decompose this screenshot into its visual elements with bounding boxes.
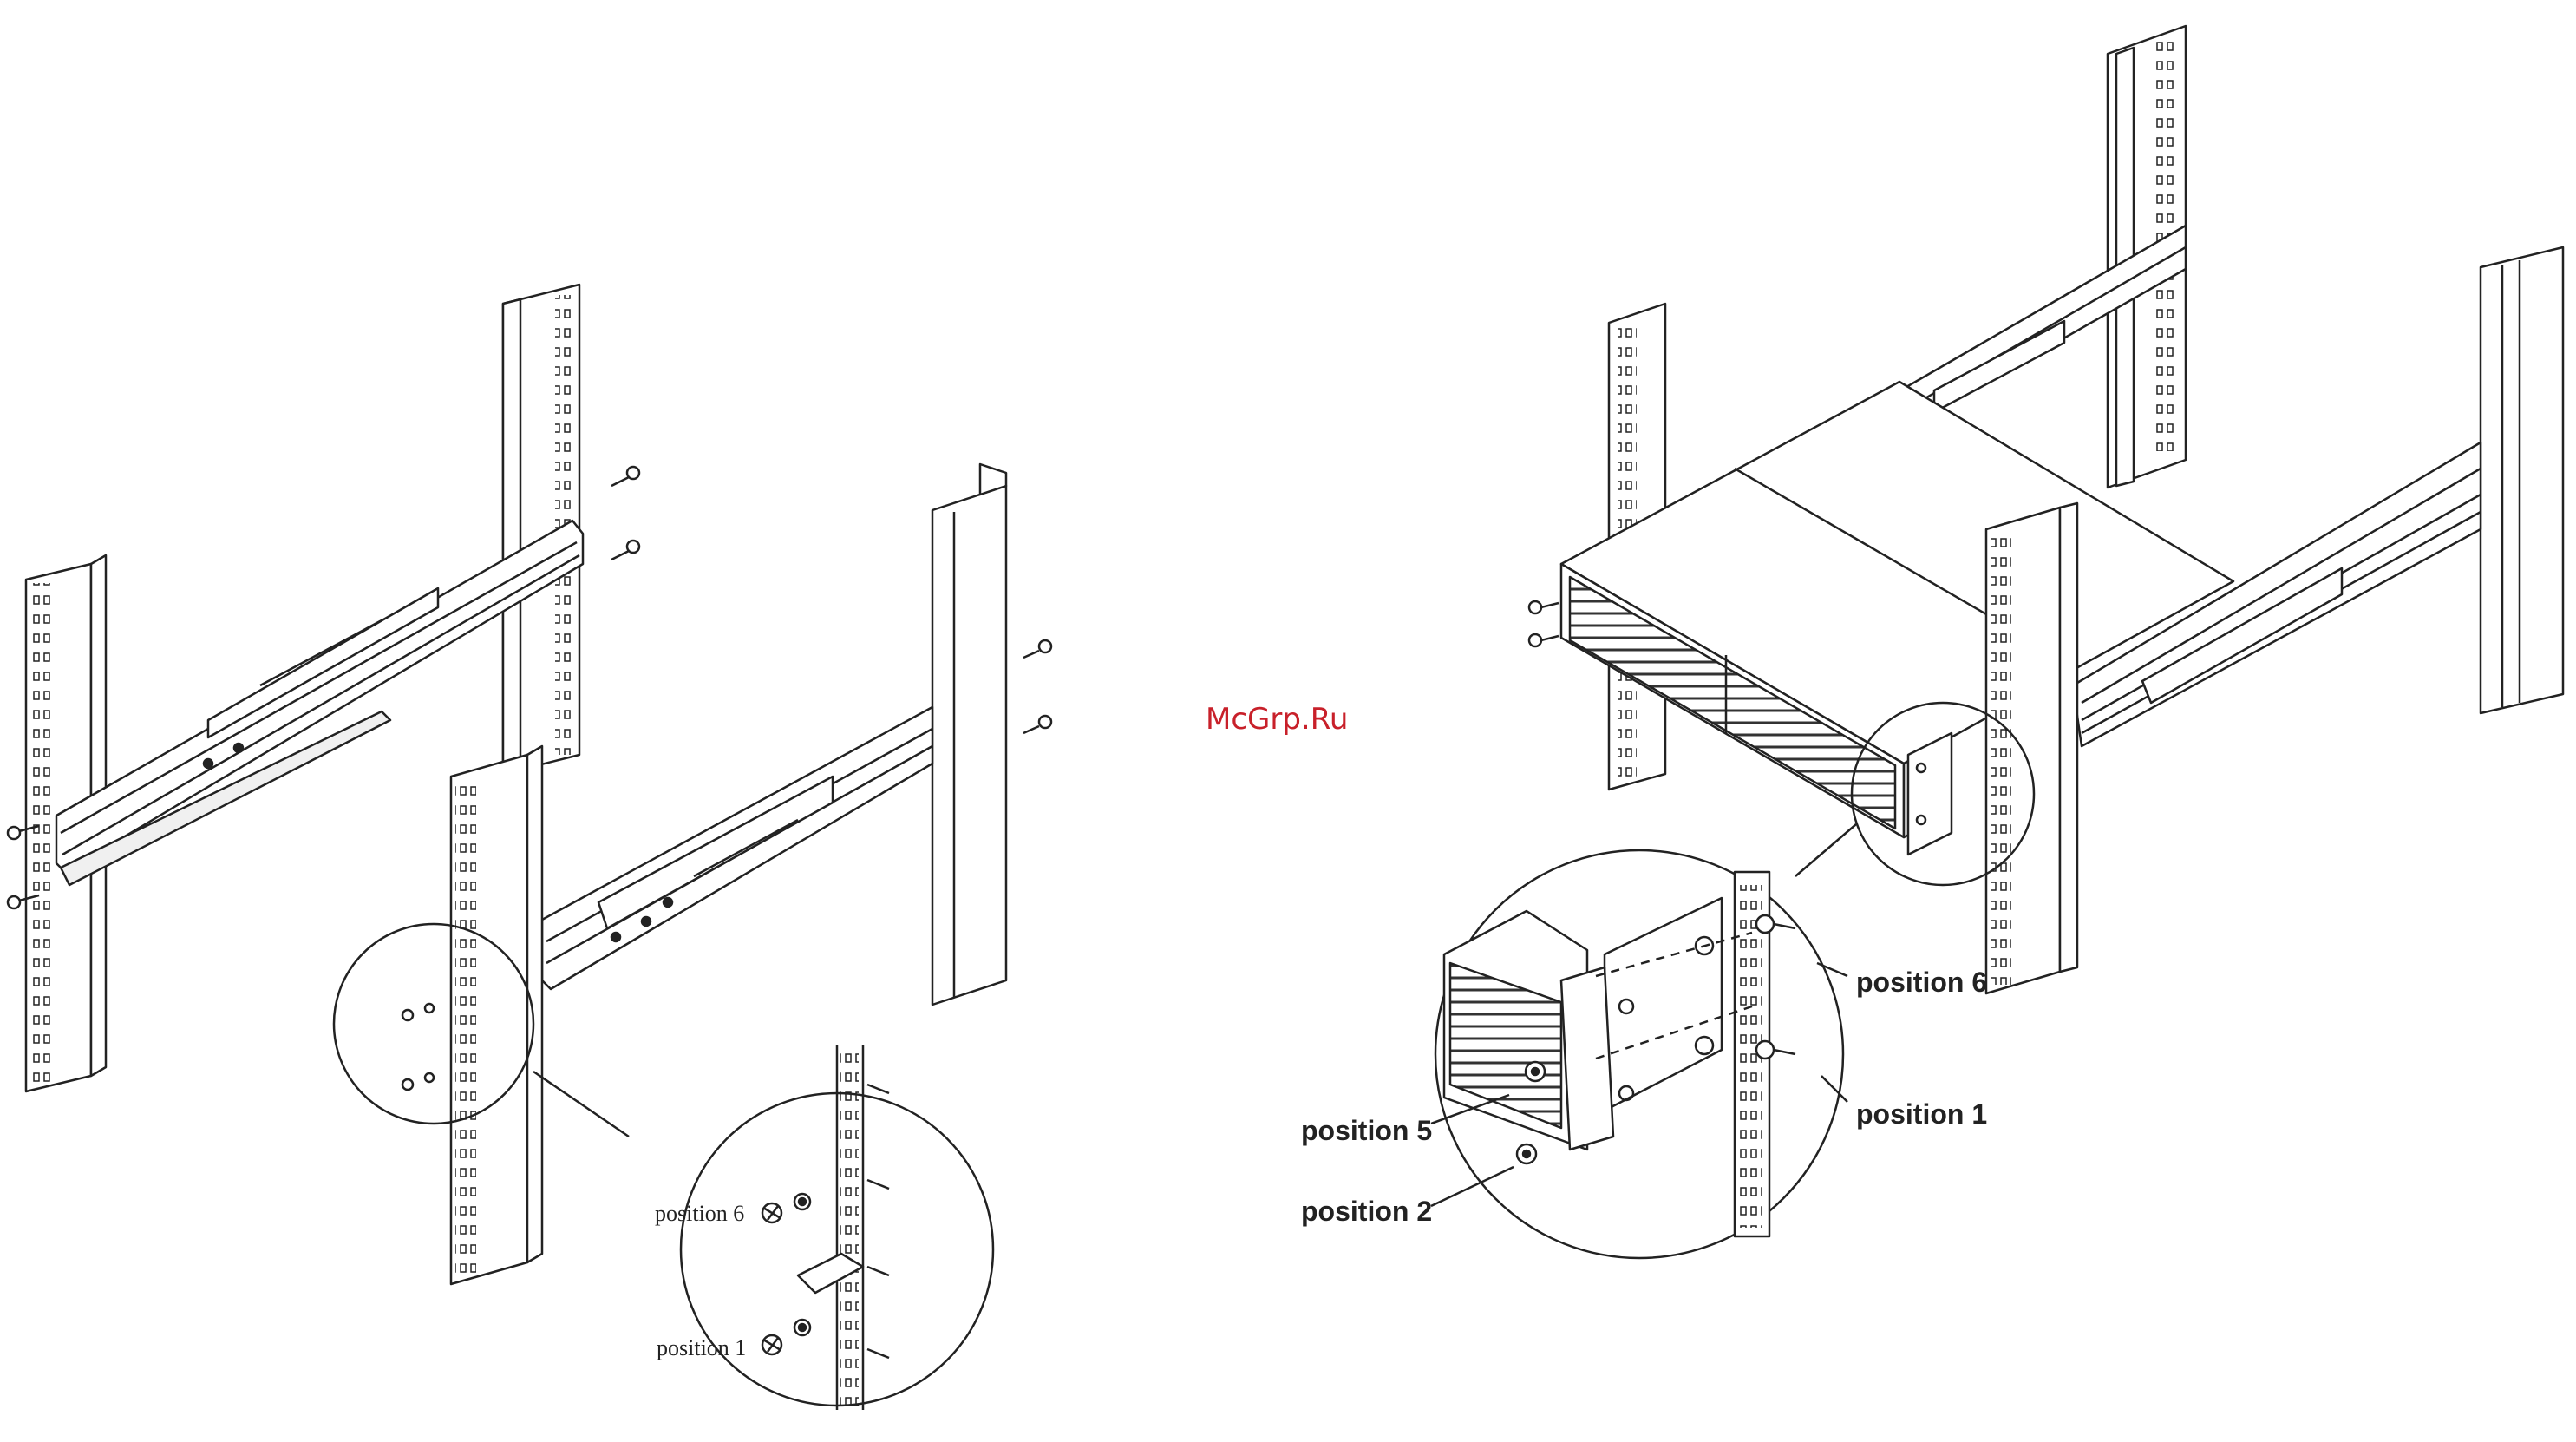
front-right-post bbox=[1986, 503, 2077, 993]
left-label-position-6: position 6 bbox=[655, 1201, 744, 1226]
right-label-position-5: position 5 bbox=[1301, 1115, 1432, 1146]
left-label-position-1: position 1 bbox=[657, 1335, 746, 1360]
right-zoom-detail bbox=[1435, 850, 1843, 1258]
callout-leader bbox=[533, 1072, 629, 1137]
front-right-post bbox=[451, 746, 542, 1284]
screw-icon bbox=[402, 1004, 434, 1090]
right-label-position-1: position 1 bbox=[1856, 1098, 1987, 1130]
screw-icon bbox=[1529, 601, 1559, 646]
callout-leader bbox=[1795, 824, 1856, 876]
right-rail bbox=[542, 707, 932, 989]
screw-icon bbox=[1023, 640, 1051, 733]
left-figure bbox=[8, 285, 1051, 1410]
watermark-logo: McGrp.Ru bbox=[1206, 702, 1348, 737]
rear-right-post bbox=[932, 464, 1006, 1005]
rear-right-post-far bbox=[2481, 247, 2563, 713]
right-figure bbox=[1431, 26, 2563, 1258]
right-label-position-6: position 6 bbox=[1856, 967, 1987, 998]
right-label-position-2: position 2 bbox=[1301, 1196, 1432, 1227]
